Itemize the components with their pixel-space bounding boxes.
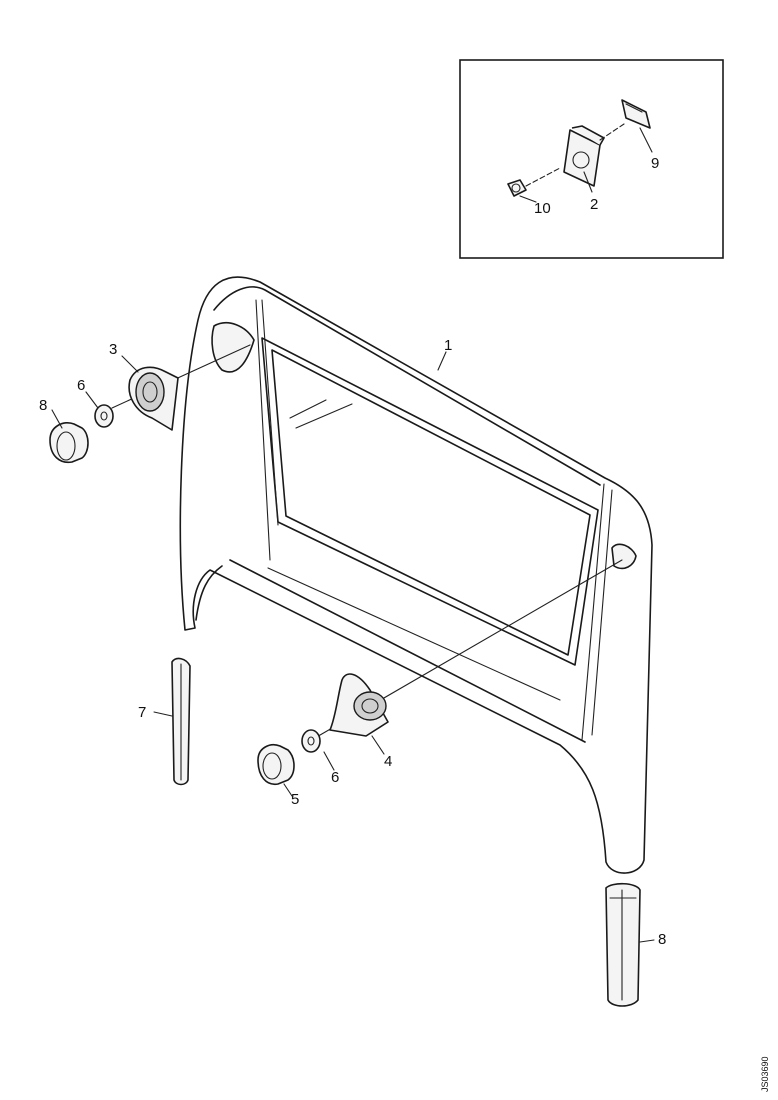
callout-9: 9 [651, 155, 659, 172]
part-8-trim-strip [605, 882, 641, 1007]
callout-8-upper: 8 [39, 397, 47, 414]
callout-7: 7 [138, 704, 146, 721]
part-1-frame [179, 276, 653, 874]
callout-10: 10 [534, 200, 551, 217]
part-2-bracket [563, 125, 605, 187]
callout-4: 4 [384, 753, 392, 770]
part-6-washer-upper [94, 404, 114, 428]
callout-5: 5 [291, 791, 299, 808]
part-5-knob [257, 744, 295, 785]
drawing-reference-code: JS03690 [760, 1056, 770, 1092]
part-4-mount-plate [329, 673, 389, 737]
callout-2: 2 [590, 196, 598, 213]
inset-detail [459, 59, 724, 259]
part-10-bolt [507, 179, 527, 197]
part-knob-upper [49, 422, 89, 464]
part-6-washer-lower [301, 729, 321, 753]
leader-lines [51, 351, 655, 943]
callout-8-lower: 8 [658, 931, 666, 948]
callout-6-upper: 6 [77, 377, 85, 394]
callout-3: 3 [109, 341, 117, 358]
part-3-mount-plate [128, 366, 179, 431]
part-7-trim-strip [171, 657, 191, 786]
callout-6-lower: 6 [331, 769, 339, 786]
part-9-clip [621, 99, 651, 129]
inset-frame [459, 59, 724, 259]
callout-1: 1 [444, 337, 452, 354]
